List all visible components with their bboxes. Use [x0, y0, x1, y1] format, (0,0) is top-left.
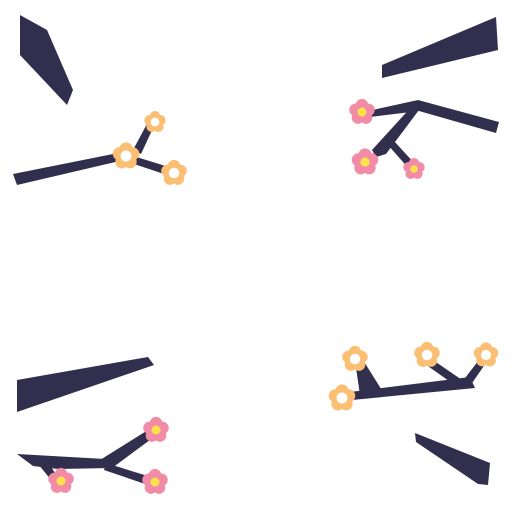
blossom-icon — [142, 468, 168, 494]
top-left-branch-group — [13, 15, 187, 185]
bottom-left-branch-group — [17, 357, 169, 494]
branch-shard — [415, 433, 490, 485]
blossom-icon — [144, 110, 166, 132]
blossom-icon — [161, 159, 187, 185]
blossom-icon — [473, 342, 499, 367]
branch-shard — [382, 17, 498, 78]
blossom-icon — [414, 341, 440, 367]
blossom-icon — [143, 416, 169, 442]
branch-main — [17, 454, 112, 469]
branch-main — [350, 377, 475, 400]
branch-twig — [372, 104, 422, 157]
blossom-icon — [349, 98, 375, 124]
branch-main — [13, 153, 124, 185]
blossom-icon — [328, 384, 356, 411]
blossom-icon — [342, 345, 368, 371]
bottom-right-branch-group — [328, 341, 499, 485]
branch-twig — [128, 155, 172, 176]
branch-main — [368, 100, 499, 133]
branch-shard — [20, 15, 73, 105]
branch-twig — [100, 430, 154, 468]
top-right-branch-group — [349, 17, 499, 179]
branch-twig — [104, 463, 154, 486]
branch-shard — [17, 357, 154, 412]
